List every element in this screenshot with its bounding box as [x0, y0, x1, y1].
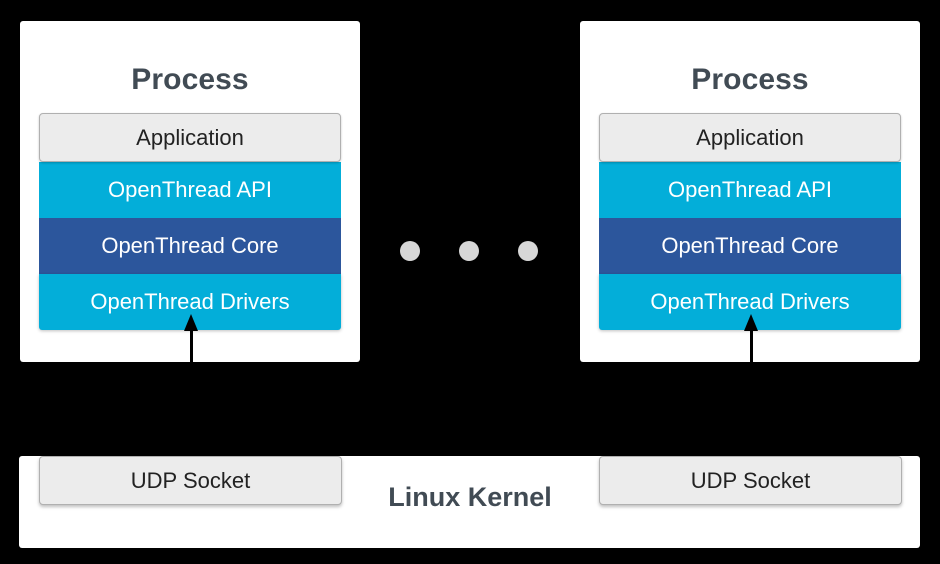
layer-openthread-api-right[interactable]: OpenThread API — [599, 162, 901, 218]
arrow-shaft-left — [190, 328, 193, 362]
arrow-shaft-right — [750, 328, 753, 362]
udp-socket-right[interactable]: UDP Socket — [599, 456, 902, 505]
ellipsis-dots — [400, 241, 540, 261]
layer-application-right[interactable]: Application — [599, 113, 901, 162]
arrow-up-icon-left — [181, 314, 201, 362]
ellipsis-dot-icon — [400, 241, 420, 261]
process-panel-left: Process Application OpenThread API OpenT… — [20, 21, 360, 362]
process-title-left: Process — [131, 63, 249, 96]
layer-openthread-drivers-right[interactable]: OpenThread Drivers — [599, 274, 901, 330]
arrow-head-left — [184, 314, 198, 331]
arrow-head-right — [744, 314, 758, 331]
udp-socket-left[interactable]: UDP Socket — [39, 456, 342, 505]
openthread-stack-right: Application OpenThread API OpenThread Co… — [599, 113, 901, 330]
layer-openthread-core-left[interactable]: OpenThread Core — [39, 218, 341, 274]
layer-openthread-api-left[interactable]: OpenThread API — [39, 162, 341, 218]
linux-kernel-label: Linux Kernel — [388, 482, 552, 512]
ellipsis-dot-icon — [518, 241, 538, 261]
layer-openthread-core-right[interactable]: OpenThread Core — [599, 218, 901, 274]
process-panel-right: Process Application OpenThread API OpenT… — [580, 21, 920, 362]
ellipsis-dot-icon — [459, 241, 479, 261]
openthread-stack-left: Application OpenThread API OpenThread Co… — [39, 113, 341, 330]
layer-application-left[interactable]: Application — [39, 113, 341, 162]
process-title-right: Process — [691, 63, 809, 96]
arrow-up-icon-right — [741, 314, 761, 362]
